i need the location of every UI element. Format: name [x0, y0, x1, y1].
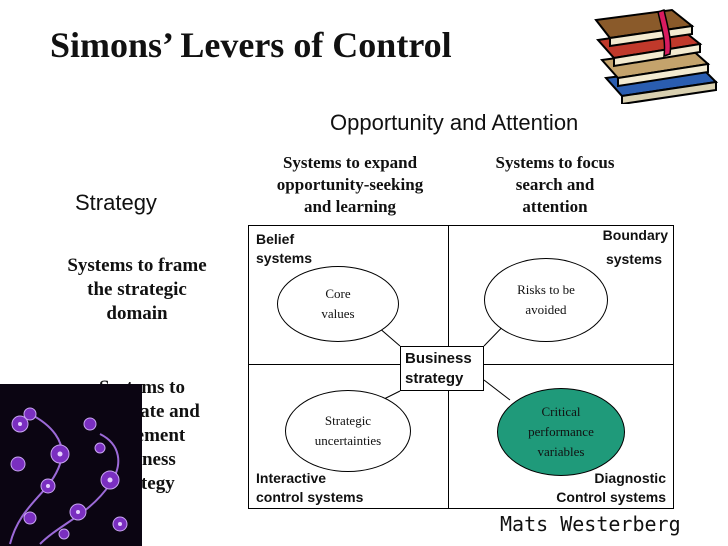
critical-performance-variables-ellipse: Critical performance variables: [497, 388, 625, 476]
levers-grid: [248, 225, 674, 509]
core-values-ellipse: Core values: [277, 266, 399, 342]
risks-ellipse: Risks to be avoided: [484, 258, 608, 342]
column-header-left: Systems to expand opportunity-seeking an…: [276, 153, 424, 216]
quadrant-label-belief: Belief systems: [256, 231, 313, 266]
books-icon: [594, 8, 719, 104]
column-header-right: Systems to focus search and attention: [495, 153, 615, 216]
opportunity-header: Opportunity and Attention: [330, 110, 579, 135]
quadrant-label-boundary: Boundary systems: [602, 227, 668, 267]
author-name: Mats Westerberg: [500, 512, 681, 536]
quadrant-label-diagnostic: Diagnostic Control systems: [556, 470, 666, 505]
floral-corner-decoration: [0, 384, 142, 546]
slide-title: Simons’ Levers of Control: [50, 25, 452, 65]
row-label-top: Systems to frame the strategic domain: [67, 255, 207, 324]
business-strategy-box: Business strategy: [400, 346, 484, 391]
quadrant-label-interactive: Interactive control systems: [256, 470, 364, 505]
strategy-header: Strategy: [75, 190, 157, 215]
strategic-uncertainties-ellipse: Strategic uncertainties: [285, 390, 411, 472]
